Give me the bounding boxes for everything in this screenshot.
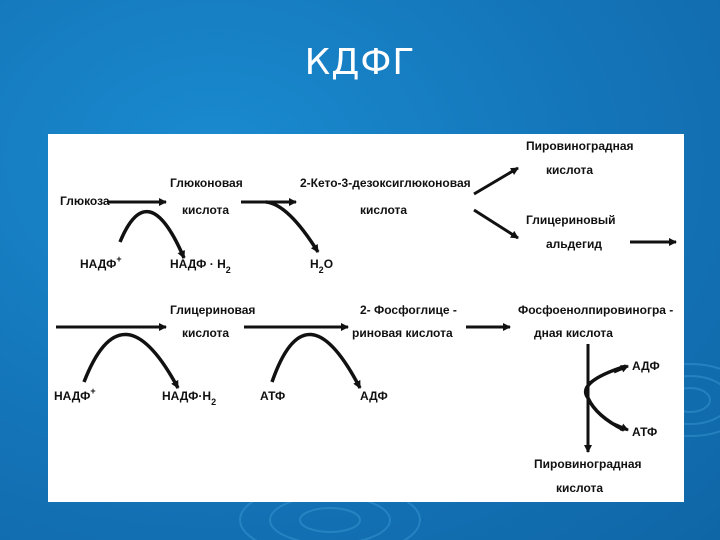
glucose-label: Глюкоза [60, 194, 110, 208]
nadp-label-1: НАДФ+ [80, 254, 122, 271]
curve-nadp-cofactor-1 [118, 209, 186, 259]
arrow-keto-to-glyceraldehyde [473, 208, 519, 240]
phosphoglyceric-label-2: риновая кислота [352, 326, 453, 340]
water-label: Н2О [310, 257, 333, 275]
arrowhead-adp [613, 364, 629, 374]
keto-acid-label-2: кислота [360, 203, 407, 217]
gluconic-acid-label-1: Глюконовая [170, 176, 243, 190]
glyceraldehyde-label-1: Глицериновый [526, 213, 616, 227]
pep-label-1: Фосфоенолпировиногра - [518, 303, 673, 317]
nadph-label-2: НАДФ·Н2 [162, 389, 216, 407]
curve-atp-cofactor [270, 332, 362, 389]
glyceric-acid-label-2: кислота [182, 326, 229, 340]
slide-title: КДФГ [304, 42, 416, 83]
nadp-1-text: НАДФ [80, 257, 116, 271]
pyruvic-bottom-label-2: кислота [556, 481, 603, 495]
nadph-1-text: НАДФ · Н [170, 257, 226, 271]
atp-label-2: АТФ [632, 425, 657, 439]
arrowhead-atp [613, 422, 629, 432]
nadph-2-sub: 2 [211, 397, 216, 407]
curve-adp-atp [583, 364, 627, 432]
nadph-label-1: НАДФ · Н2 [170, 257, 231, 275]
curve-nadp-cofactor-2 [82, 332, 180, 389]
pyruvic-top-label-1: Пировиноградная [526, 139, 634, 153]
pyruvic-bottom-label-1: Пировиноградная [534, 457, 642, 471]
metabolic-pathway-diagram: Глюкоза Глюконовая кислота 2-Кето-3-дезо… [48, 134, 684, 502]
glyceric-acid-label-1: Глицериновая [170, 303, 255, 317]
arrow-keto-to-pyruvic [473, 166, 519, 196]
water-sub: 2 [319, 265, 324, 275]
adp-label-1: АДФ [360, 389, 388, 403]
phosphoglyceric-label-1: 2- Фосфоглице - [360, 303, 457, 317]
nadp-2-sup: + [90, 386, 95, 396]
gluconic-acid-label-2: кислота [182, 203, 229, 217]
pathway-svg: Глюкоза Глюконовая кислота 2-Кето-3-дезо… [54, 139, 677, 495]
pep-label-2: дная кислота [534, 326, 613, 340]
nadp-1-sup: + [116, 254, 121, 264]
keto-acid-label-1: 2-Кето-3-дезоксиглюконовая [300, 176, 471, 190]
nadph-1-sub: 2 [226, 265, 231, 275]
water-h: Н [310, 257, 319, 271]
pyruvic-top-label-2: кислота [546, 163, 593, 177]
nadp-label-2: НАДФ+ [54, 386, 96, 403]
nadph-2-text: НАДФ·Н [162, 389, 211, 403]
glyceraldehyde-label-2: альдегид [546, 237, 602, 251]
adp-label-2: АДФ [632, 359, 660, 373]
atp-label-1: АТФ [260, 389, 285, 403]
water-o: О [324, 257, 333, 271]
nadp-2-text: НАДФ [54, 389, 90, 403]
curve-dehydration [265, 200, 320, 253]
